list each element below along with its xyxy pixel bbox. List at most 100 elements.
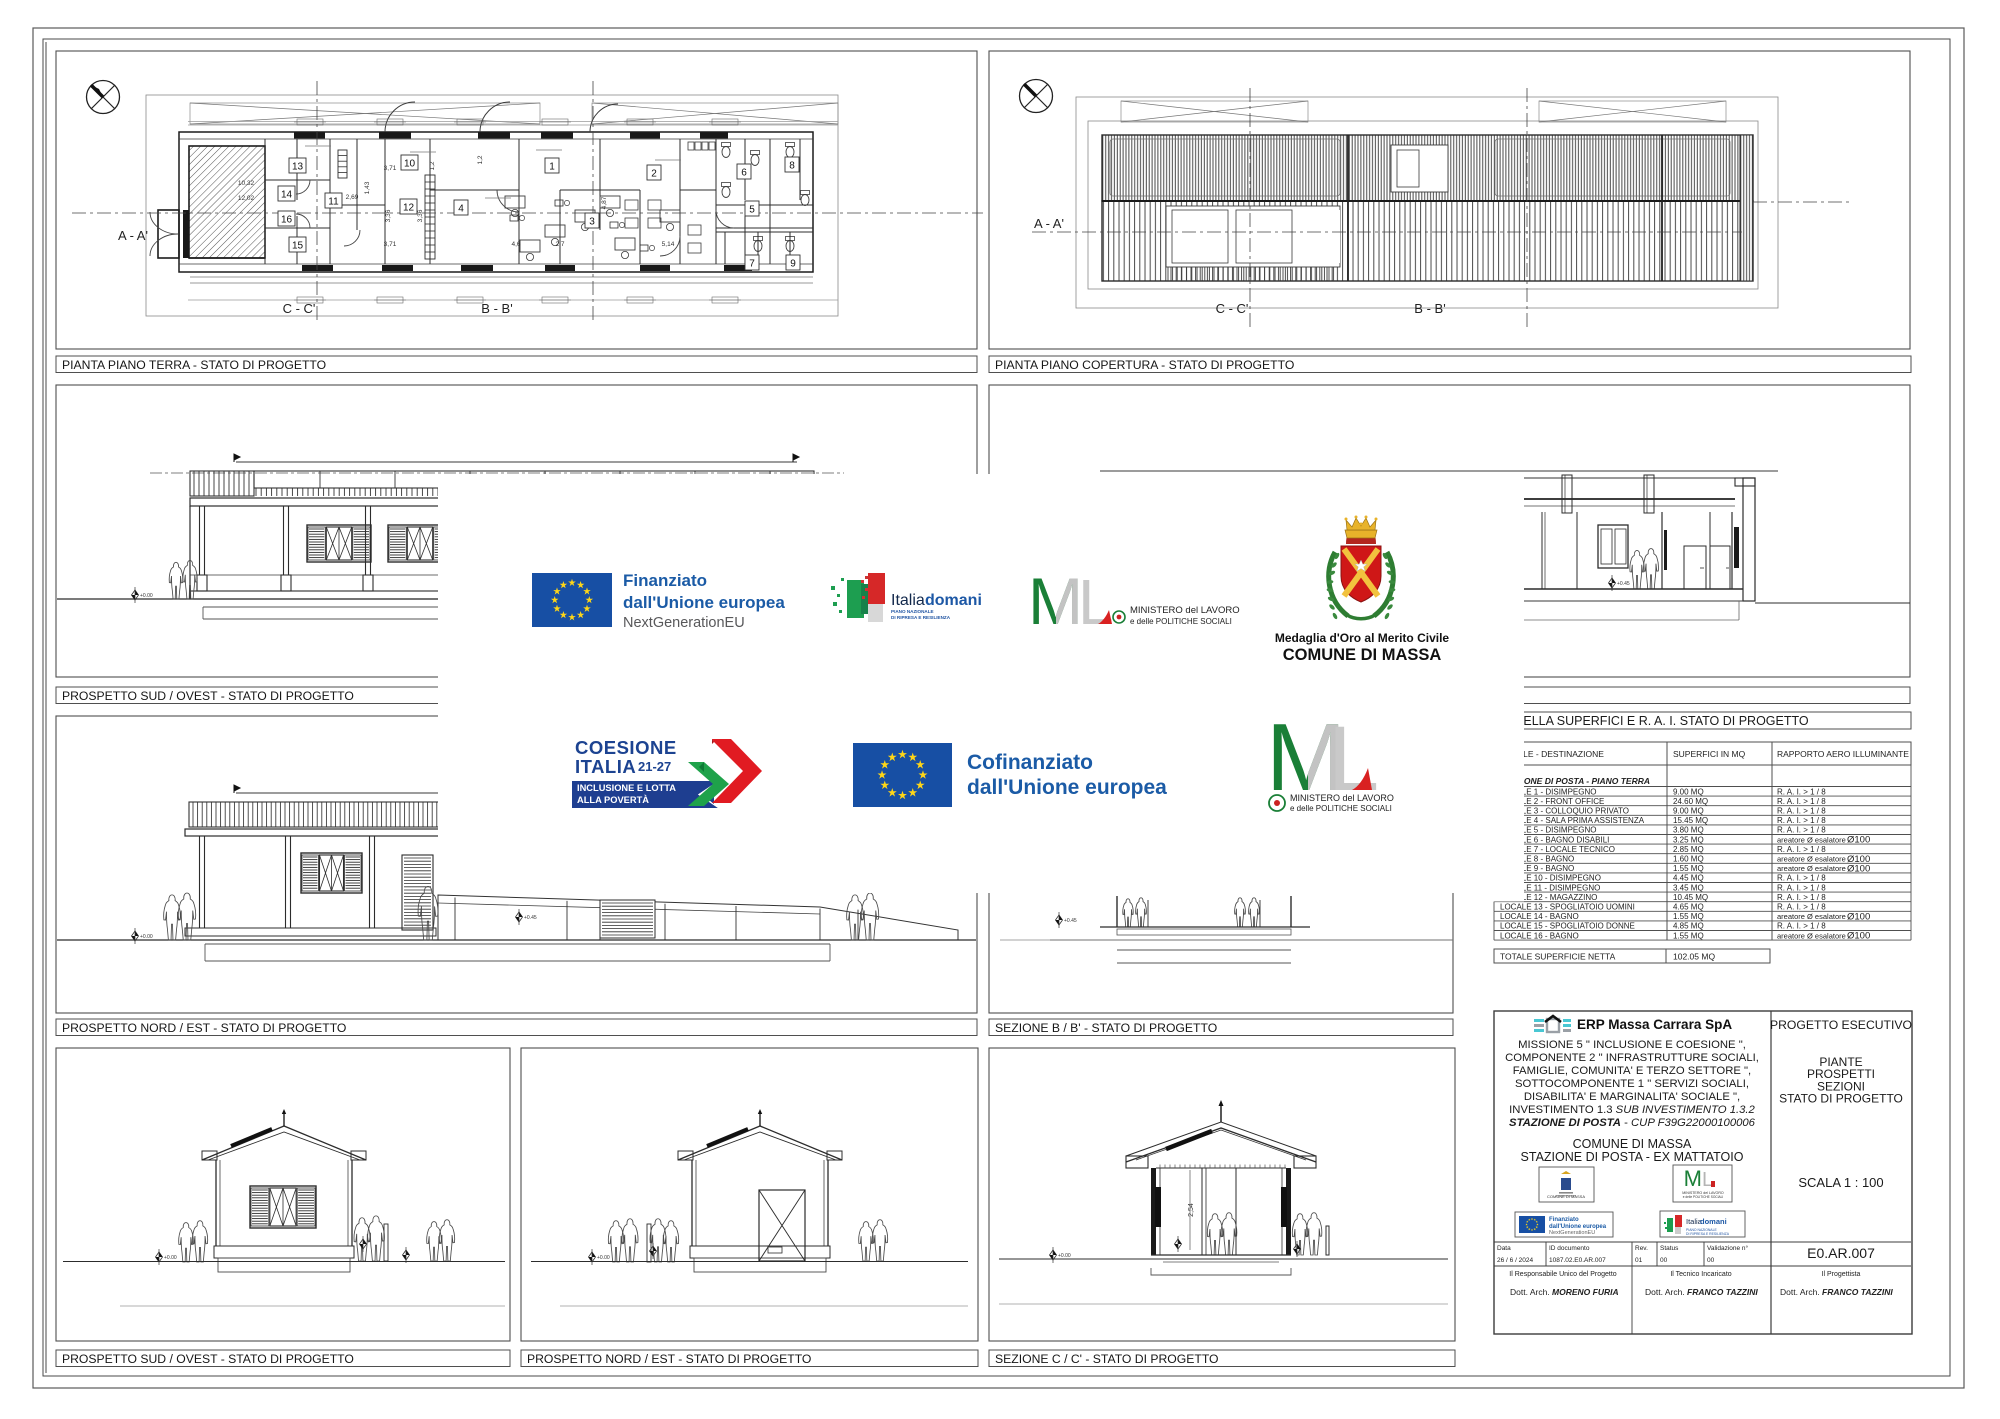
- svg-text:9: 9: [790, 259, 796, 270]
- svg-text:2,7: 2,7: [555, 241, 564, 248]
- svg-text:STAZIONE DI POSTA - EX MATTATO: STAZIONE DI POSTA - EX MATTATOIO: [1521, 1150, 1744, 1164]
- svg-text:1.55 MQ: 1.55 MQ: [1673, 864, 1704, 873]
- svg-text:M: M: [1028, 564, 1083, 638]
- svg-text:NextGenerationEU: NextGenerationEU: [623, 615, 745, 631]
- svg-text:14: 14: [281, 190, 293, 201]
- svg-text:MINISTERO del LAVORO: MINISTERO del LAVORO: [1130, 605, 1240, 616]
- svg-text:ITALIA: ITALIA: [575, 756, 636, 777]
- svg-text:LOCALE 16 - BAGNO: LOCALE 16 - BAGNO: [1500, 931, 1579, 940]
- svg-text:NextGenerationEU: NextGenerationEU: [1549, 1230, 1595, 1236]
- svg-text:1: 1: [549, 162, 555, 173]
- svg-text:Ø100: Ø100: [1847, 912, 1870, 923]
- svg-text:R. A. I. > 1 / 8: R. A. I. > 1 / 8: [1777, 874, 1826, 883]
- svg-text:domani: domani: [925, 592, 982, 609]
- svg-text:DISABILITA' E MARGINALITA' SOC: DISABILITA' E MARGINALITA' SOCIALE ",: [1524, 1091, 1740, 1103]
- svg-text:LOCALE 13 - SPOGLIATOIO UOMINI: LOCALE 13 - SPOGLIATOIO UOMINI: [1500, 903, 1635, 912]
- svg-text:Data: Data: [1497, 1245, 1511, 1252]
- svg-text:7: 7: [749, 259, 755, 270]
- svg-text:PROSPETTI: PROSPETTI: [1807, 1067, 1875, 1081]
- svg-text:4.85 MQ: 4.85 MQ: [1673, 922, 1704, 931]
- svg-text:ERP Massa Carrara SpA: ERP Massa Carrara SpA: [1577, 1017, 1732, 1032]
- svg-text:Finanziato: Finanziato: [623, 571, 707, 590]
- svg-text:STAZIONE DI POSTA - CUP F39G22: STAZIONE DI POSTA - CUP F39G22000100006: [1509, 1117, 1756, 1129]
- svg-text:1,2: 1,2: [477, 155, 484, 164]
- svg-text:E0.AR.007: E0.AR.007: [1807, 1245, 1875, 1261]
- svg-text:COMUNE DI MASSA: COMUNE DI MASSA: [1283, 646, 1442, 664]
- svg-text:LOCALE 6 - BAGNO DISABILI: LOCALE 6 - BAGNO DISABILI: [1500, 835, 1609, 844]
- svg-text:MINISTERO del LAVORO: MINISTERO del LAVORO: [1290, 793, 1394, 803]
- svg-text:Status: Status: [1660, 1245, 1679, 1252]
- svg-text:2.85 MQ: 2.85 MQ: [1673, 845, 1704, 854]
- svg-text:3: 3: [589, 217, 595, 228]
- svg-text:PIANO NAZIONALE: PIANO NAZIONALE: [891, 609, 934, 614]
- svg-text:LOCALE 15 - SPOGLIATOIO DONNE: LOCALE 15 - SPOGLIATOIO DONNE: [1500, 922, 1635, 931]
- svg-text:4,87: 4,87: [601, 196, 608, 209]
- svg-text:01: 01: [1635, 1257, 1643, 1264]
- svg-text:+0.00: +0.00: [1058, 1253, 1071, 1259]
- svg-text:LOCALE 14 - BAGNO: LOCALE 14 - BAGNO: [1500, 912, 1579, 921]
- svg-text:COMUNE DI MASSA: COMUNE DI MASSA: [1573, 1137, 1692, 1151]
- svg-text:00: 00: [1660, 1257, 1668, 1264]
- svg-text:LOCALE 5 - DISIMPEGNO: LOCALE 5 - DISIMPEGNO: [1500, 826, 1596, 835]
- svg-text:10: 10: [404, 159, 416, 170]
- svg-text:3.25 MQ: 3.25 MQ: [1673, 835, 1704, 844]
- svg-text:A - A': A - A': [118, 228, 148, 243]
- svg-text:R. A. I. > 1 / 8: R. A. I. > 1 / 8: [1777, 922, 1826, 931]
- svg-text:A - A': A - A': [1034, 216, 1064, 231]
- svg-text:4,6: 4,6: [511, 241, 520, 248]
- svg-text:M: M: [1266, 704, 1346, 811]
- svg-text:PROSPETTO SUD / OVEST - STATO: PROSPETTO SUD / OVEST - STATO DI PROGETT…: [62, 689, 354, 703]
- svg-text:Dott. Arch. MORENO FURIA: Dott. Arch. MORENO FURIA: [1510, 1287, 1619, 1297]
- svg-text:areatore Ø esalatore: areatore Ø esalatore: [1777, 912, 1846, 921]
- svg-text:INVESTIMENTO 1.3 SUB INVESTIME: INVESTIMENTO 1.3 SUB INVESTIMENTO 1.3.2: [1509, 1104, 1755, 1116]
- svg-text:e delle POLITICHE SOCIALI: e delle POLITICHE SOCIALI: [1683, 1195, 1724, 1199]
- svg-text:COMUNE DI MASSA: COMUNE DI MASSA: [1547, 1194, 1585, 1199]
- svg-text:LOCALE 10 - DISIMPEGNO: LOCALE 10 - DISIMPEGNO: [1500, 874, 1601, 883]
- svg-text:Finanziato: Finanziato: [1549, 1217, 1579, 1223]
- svg-text:RAPPORTO AERO ILLUMINANTE: RAPPORTO AERO ILLUMINANTE: [1777, 749, 1909, 759]
- svg-text:2: 2: [651, 169, 657, 180]
- svg-text:R. A. I. > 1 / 8: R. A. I. > 1 / 8: [1777, 893, 1826, 902]
- svg-text:Dott. Arch. FRANCO TAZZINI: Dott. Arch. FRANCO TAZZINI: [1780, 1287, 1893, 1297]
- svg-text:1.60 MQ: 1.60 MQ: [1673, 855, 1704, 864]
- svg-text:R. A. I. > 1 / 8: R. A. I. > 1 / 8: [1777, 903, 1826, 912]
- svg-text:L: L: [1328, 708, 1379, 810]
- svg-text:TABELLA SUPERFICI E R. A. I. S: TABELLA SUPERFICI E R. A. I. STATO DI PR…: [1500, 714, 1809, 728]
- svg-text:5,14: 5,14: [662, 241, 675, 248]
- svg-text:COESIONE: COESIONE: [575, 737, 677, 758]
- svg-text:COMPONENTE 2 " INFRASTRUTTURE: COMPONENTE 2 " INFRASTRUTTURE SOCIALI,: [1505, 1052, 1759, 1064]
- svg-text:LOCALE 12 - MAGAZZINO: LOCALE 12 - MAGAZZINO: [1500, 893, 1597, 902]
- svg-text:LOCALE 2 - FRONT OFFICE: LOCALE 2 - FRONT OFFICE: [1500, 797, 1604, 806]
- svg-text:2,54: 2,54: [1188, 1203, 1195, 1217]
- svg-text:LOCALE 7 - LOCALE TECNICO: LOCALE 7 - LOCALE TECNICO: [1500, 845, 1615, 854]
- svg-text:PIANTE: PIANTE: [1819, 1055, 1862, 1069]
- svg-text:areatore Ø esalatore: areatore Ø esalatore: [1777, 864, 1846, 873]
- svg-text:R. A. I. > 1 / 8: R. A. I. > 1 / 8: [1777, 787, 1826, 796]
- svg-text:+0.00: +0.00: [597, 1255, 610, 1261]
- svg-text:STATO DI PROGETTO: STATO DI PROGETTO: [1779, 1092, 1903, 1106]
- svg-text:dall'Unione europea: dall'Unione europea: [967, 776, 1167, 799]
- svg-text:+0.00: +0.00: [140, 934, 153, 940]
- svg-text:Rev.: Rev.: [1635, 1245, 1648, 1252]
- svg-text:e delle POLITICHE SOCIALI: e delle POLITICHE SOCIALI: [1290, 804, 1392, 813]
- svg-text:1.55 MQ: 1.55 MQ: [1673, 931, 1704, 940]
- svg-text:areatore Ø esalatore: areatore Ø esalatore: [1777, 855, 1846, 864]
- svg-text:dall'Unione europea: dall'Unione europea: [623, 593, 785, 612]
- svg-text:1,2: 1,2: [429, 161, 436, 170]
- svg-text:LOCALE - DESTINAZIONE: LOCALE - DESTINAZIONE: [1500, 749, 1604, 759]
- svg-text:INCLUSIONE E LOTTA: INCLUSIONE E LOTTA: [577, 783, 676, 793]
- svg-text:STAZIONE DI POSTA - PIANO TERR: STAZIONE DI POSTA - PIANO TERRA: [1500, 776, 1650, 786]
- svg-text:SOTTOCOMPONENTE 1 " SERVIZI SO: SOTTOCOMPONENTE 1 " SERVIZI SOCIALI,: [1515, 1078, 1749, 1090]
- svg-text:TOTALE SUPERFICIE NETTA: TOTALE SUPERFICIE NETTA: [1500, 952, 1616, 962]
- svg-text:C - C': C - C': [283, 301, 316, 316]
- svg-text:R. A. I. > 1 / 8: R. A. I. > 1 / 8: [1777, 816, 1826, 825]
- svg-text:Italia: Italia: [891, 592, 925, 609]
- svg-text:PROGETTO ESECUTIVO: PROGETTO ESECUTIVO: [1770, 1018, 1912, 1032]
- svg-text:4.45 MQ: 4.45 MQ: [1673, 874, 1704, 883]
- svg-text:3.80 MQ: 3.80 MQ: [1673, 826, 1704, 835]
- svg-text:SUPERFICI IN MQ: SUPERFICI IN MQ: [1673, 749, 1746, 759]
- svg-text:8: 8: [789, 161, 795, 172]
- svg-text:areatore Ø esalatore: areatore Ø esalatore: [1777, 931, 1846, 940]
- svg-text:domani: domani: [1700, 1217, 1727, 1226]
- svg-text:3,36: 3,36: [385, 209, 392, 222]
